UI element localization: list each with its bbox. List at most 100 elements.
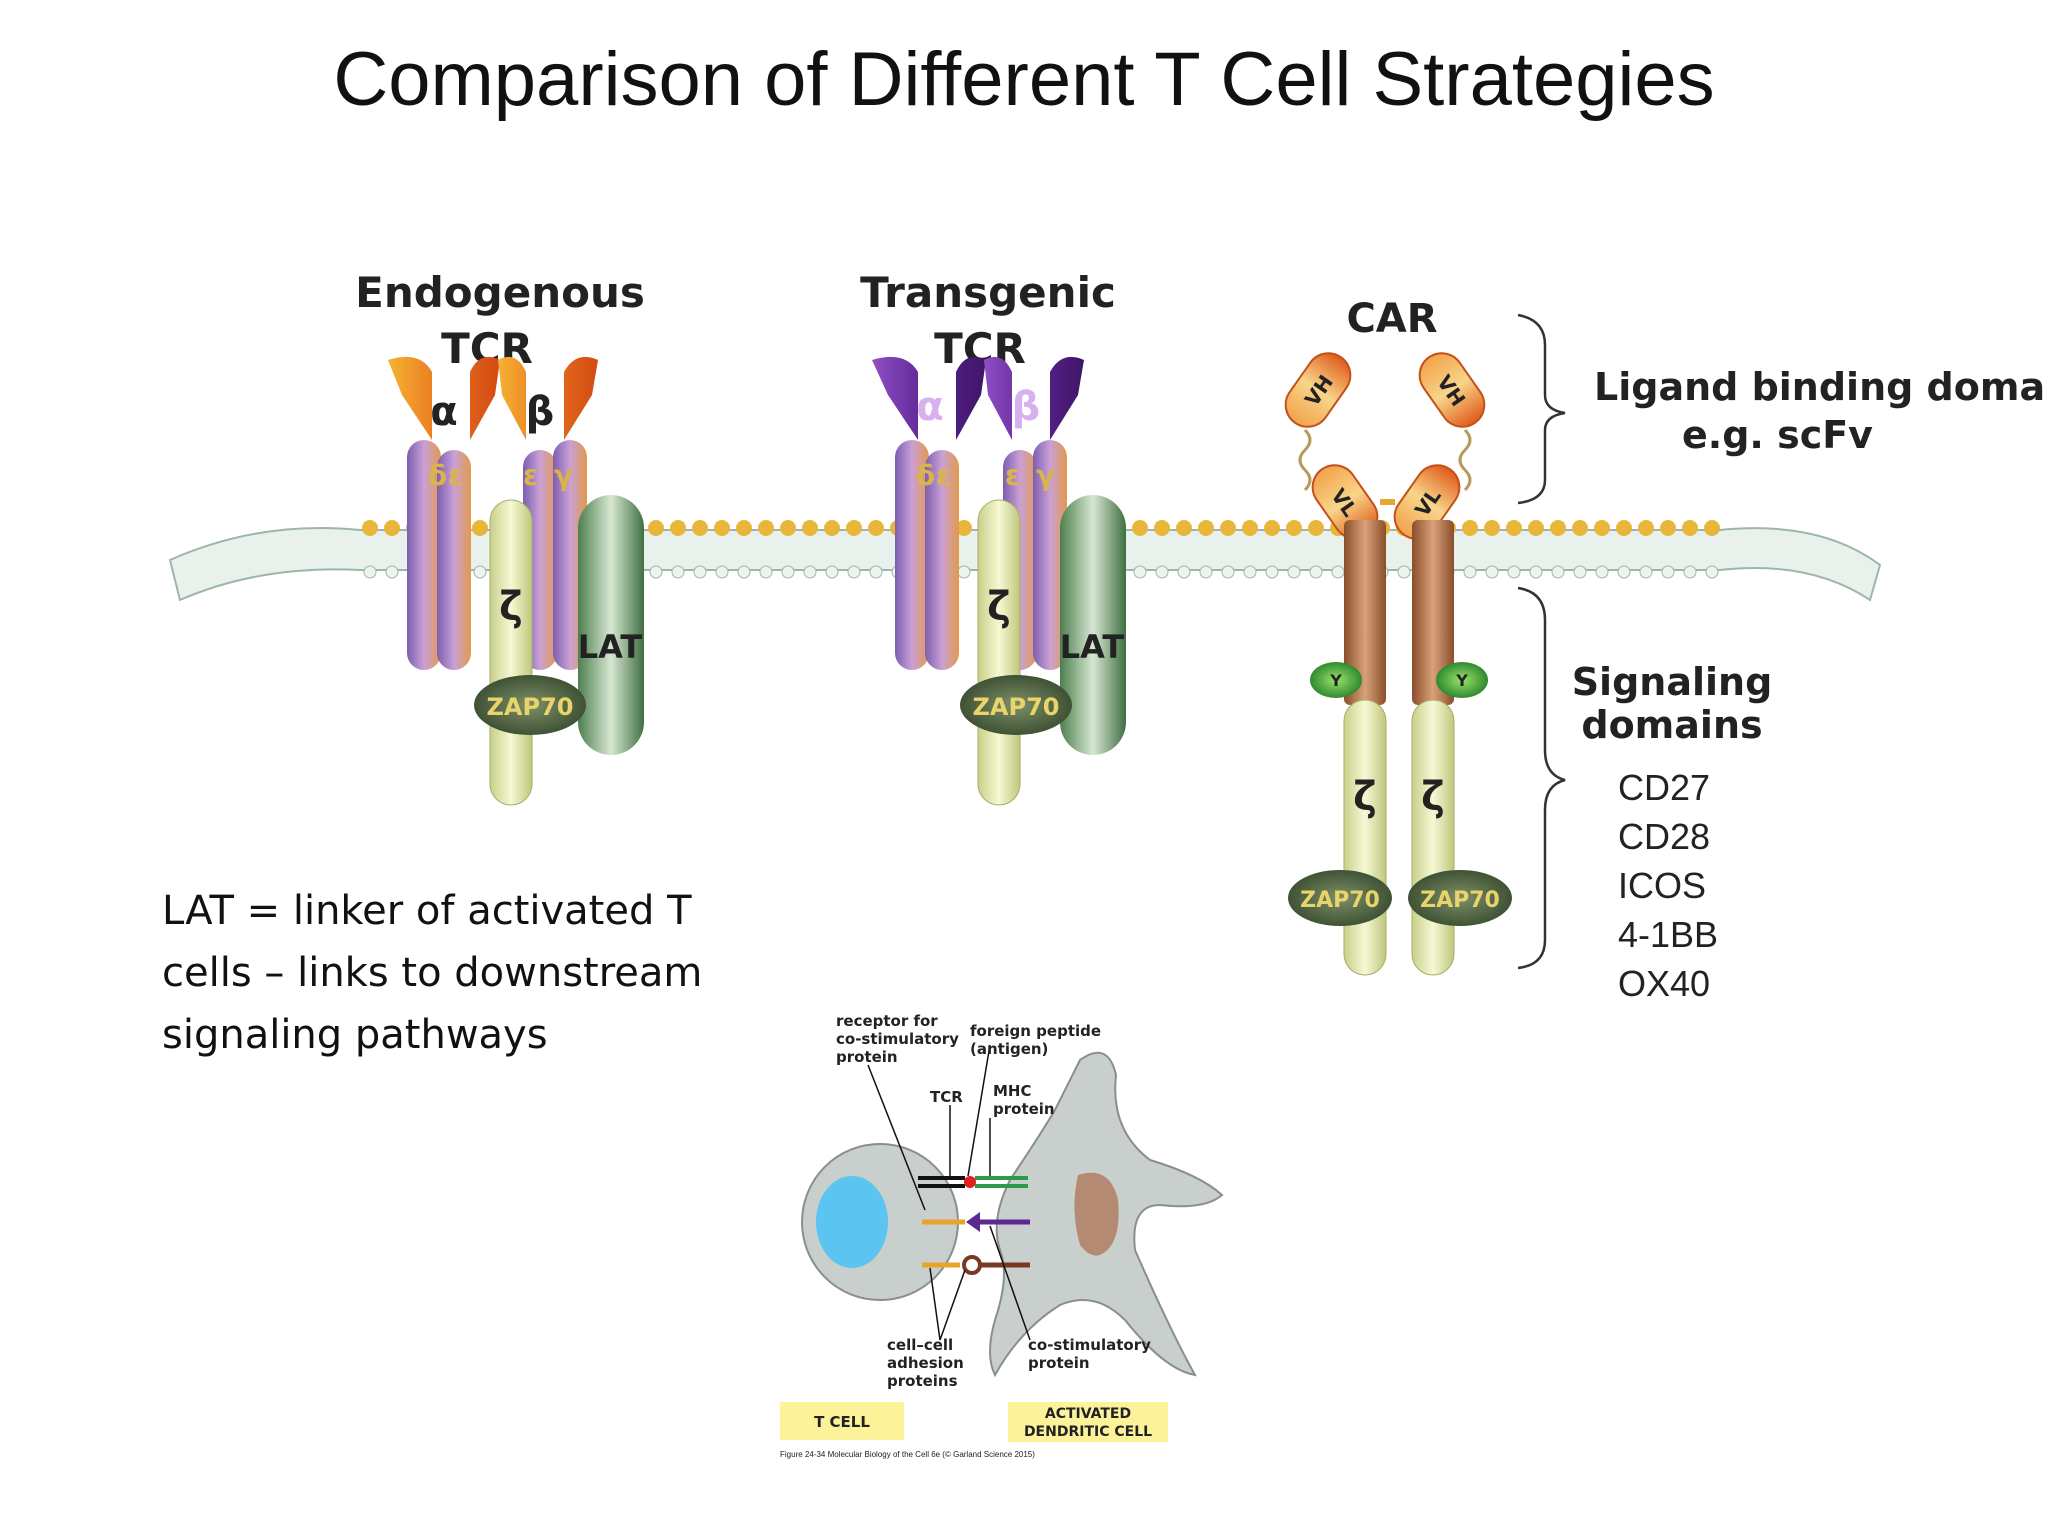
lipid-head [1155, 565, 1169, 579]
lipid-head [803, 565, 817, 579]
svg-text:co-stimulatory: co-stimulatory [1028, 1336, 1151, 1354]
svg-text:foreign peptide: foreign peptide [970, 1022, 1101, 1040]
epsilon-label: ε [936, 459, 952, 492]
lipid-head [1265, 565, 1279, 579]
lat-note-line2: cells – links to downstream [162, 950, 703, 996]
lat-protein [1060, 495, 1126, 755]
cd3-delta-chain [895, 440, 929, 670]
lipid-head [759, 565, 773, 579]
lipid-head [1550, 520, 1566, 536]
car-zeta-right [1411, 699, 1455, 976]
signaling-label-line2: domains [1581, 703, 1762, 747]
lipid-head [957, 565, 971, 579]
lipid-head [846, 520, 862, 536]
dendritic-label-line2: DENDRITIC CELL [1024, 1424, 1152, 1440]
domain-ox40: OX40 [1618, 963, 1710, 1004]
ligand-brace [1517, 313, 1566, 505]
lipid-head [1287, 565, 1301, 579]
car-zeta-left [1343, 699, 1387, 976]
lat-note: LAT = linker of activated T cells – link… [162, 880, 782, 1066]
lipid-head [1462, 520, 1478, 536]
lipid-head [1463, 565, 1477, 579]
cd3-epsilon-chain [925, 450, 959, 670]
transgenic-tcr: Transgenic TCR α β δ ε ε γ ζ LAT ZAP70 [860, 268, 1126, 806]
lipid-head [648, 520, 664, 536]
inset-leader-lines [867, 1044, 1031, 1341]
tcr-alpha-chain [872, 356, 986, 440]
tcr-beta-chain [498, 356, 598, 440]
svg-text:protein: protein [993, 1100, 1055, 1118]
lipid-head [1572, 520, 1588, 536]
alpha-label: α [916, 384, 943, 430]
svg-text:co-stimulatory: co-stimulatory [836, 1030, 959, 1048]
lipid-head [1573, 565, 1587, 579]
lipid-head [802, 520, 818, 536]
zap70-label: ZAP70 [973, 693, 1060, 721]
epsilon-label: ε [523, 459, 539, 492]
lipid-head [1286, 520, 1302, 536]
lipid-head [1595, 565, 1609, 579]
zeta-chain [977, 499, 1021, 806]
lipid-head [1264, 520, 1280, 536]
cd3-delta-chain [407, 440, 441, 670]
lipid-head [1594, 520, 1610, 536]
svg-text:adhesion: adhesion [887, 1354, 964, 1372]
svg-text:proteins: proteins [887, 1372, 958, 1390]
domain-4-1bb: 4-1BB [1618, 914, 1718, 955]
scfv-linker [1298, 428, 1312, 492]
inset-antigen [964, 1176, 976, 1188]
y-domain-left [1310, 662, 1362, 698]
scfv-linker [1458, 428, 1472, 492]
lipid-head [1397, 565, 1411, 579]
lipid-head [824, 520, 840, 536]
zeta-label: ζ [1421, 774, 1445, 820]
lipid-head [1132, 520, 1148, 536]
lipid-head [1221, 565, 1235, 579]
lipid-head [1242, 520, 1258, 536]
lipid-head [758, 520, 774, 536]
inset-mhc [975, 1176, 1028, 1188]
tcr-alpha-chain [388, 356, 500, 440]
ligand-binding-label-line1: Ligand binding domain [1594, 365, 2048, 409]
lipid-head [1309, 565, 1323, 579]
lipid-head [1133, 565, 1147, 579]
svg-text:MHC: MHC [993, 1082, 1032, 1100]
zap70-protein [960, 675, 1072, 735]
svg-text:receptor for: receptor for [836, 1012, 938, 1030]
vh-domain-left: VH [1284, 352, 1352, 428]
endogenous-label-line1: Endogenous [355, 268, 645, 317]
beta-label: β [1012, 384, 1041, 430]
svg-text:Y: Y [1455, 671, 1468, 690]
lipid-head [1661, 565, 1675, 579]
lipid-head [362, 520, 378, 536]
lipid-head [472, 520, 488, 536]
lipid-head [1154, 520, 1170, 536]
lipid-head [1220, 520, 1236, 536]
lipid-head [1243, 565, 1257, 579]
lipid-head [737, 565, 751, 579]
svg-text:protein: protein [1028, 1354, 1090, 1372]
figure-caption: Figure 24-34 Molecular Biology of the Ce… [780, 1450, 1035, 1459]
svg-text:protein: protein [836, 1048, 898, 1066]
t-cell-nucleus [816, 1176, 888, 1268]
lipid-head [868, 520, 884, 536]
lipid-head [1507, 565, 1521, 579]
car-annotations: Ligand binding domain e.g. scFv Signalin… [1517, 313, 2048, 1004]
slide-title: Comparison of Different T Cell Strategie… [333, 37, 1715, 122]
alpha-label: α [430, 389, 457, 435]
beta-label: β [526, 389, 555, 435]
transgenic-label-line1: Transgenic [860, 268, 1116, 317]
lipid-head [1528, 520, 1544, 536]
gamma-label: γ [554, 459, 573, 492]
lipid-head [1705, 565, 1719, 579]
car-receptor: CAR VH VH VL VL ζ ζ Y [1284, 296, 1512, 976]
zap70-protein [1288, 870, 1392, 926]
lipid-head [1199, 565, 1213, 579]
dendritic-label-line1: ACTIVATED [1045, 1406, 1131, 1422]
lipid-head [825, 565, 839, 579]
lipid-head [473, 565, 487, 579]
endogenous-tcr: Endogenous TCR α β δ ε ε γ ζ LAT ZAP70 [355, 268, 645, 806]
ligand-binding-label-line2: e.g. scFv [1682, 413, 1873, 457]
lipid-head [869, 565, 883, 579]
t-cell-label: T CELL [814, 1413, 870, 1431]
